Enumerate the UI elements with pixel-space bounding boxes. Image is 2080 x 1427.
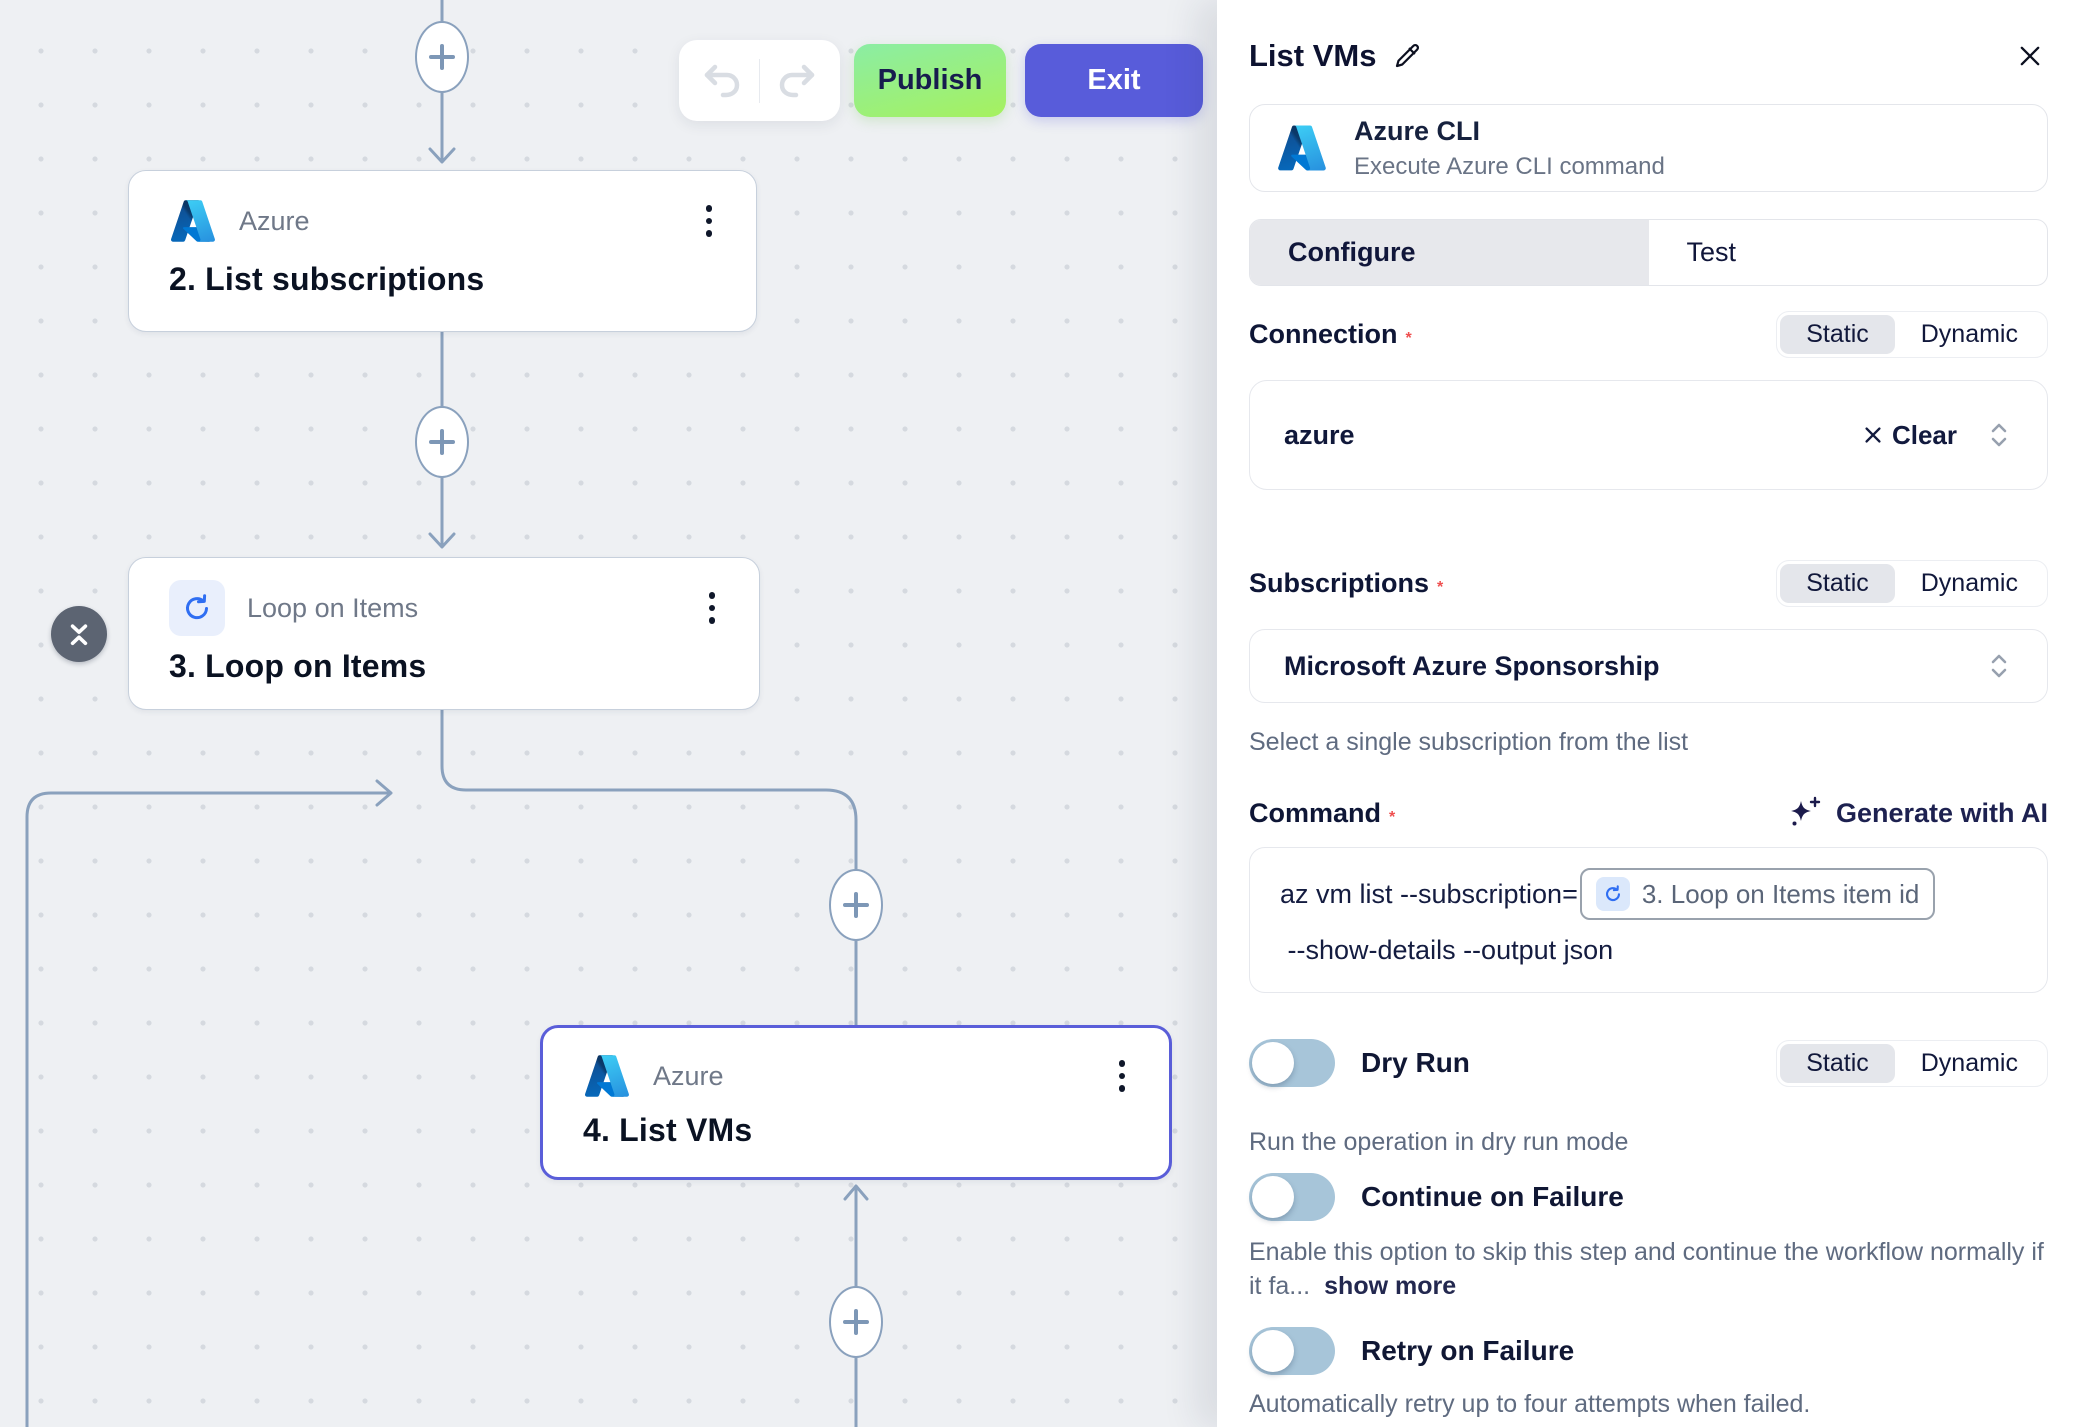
clear-connection-button[interactable]: Clear [1862, 420, 1957, 451]
add-step-button[interactable] [829, 869, 883, 941]
retry-on-failure-helper: Automatically retry up to four attempts … [1249, 1390, 1811, 1418]
azure-cli-icon [1276, 122, 1328, 174]
azure-logo-icon [583, 1052, 631, 1100]
add-step-button[interactable] [415, 406, 469, 478]
node-menu-button[interactable] [698, 201, 721, 241]
workflow-canvas[interactable]: Azure 2. List subscriptions Loop on Item… [0, 0, 1217, 1427]
close-icon [2020, 46, 2040, 66]
collapse-vertical-icon [70, 624, 88, 646]
exit-button[interactable]: Exit [1025, 44, 1203, 117]
plus-icon [843, 892, 869, 918]
subscriptions-select[interactable]: Microsoft Azure Sponsorship [1249, 629, 2048, 703]
subscriptions-helper: Select a single subscription from the li… [1249, 728, 1689, 756]
plus-icon [429, 429, 455, 455]
select-chevrons-icon [1991, 423, 2007, 447]
node-app-label: Azure [653, 1060, 724, 1091]
static-option[interactable]: Static [1780, 564, 1895, 603]
toolbar-divider [758, 58, 761, 103]
subscriptions-value: Microsoft Azure Sponsorship [1284, 650, 1660, 681]
add-step-button[interactable] [415, 21, 469, 93]
node-title: 4. List VMs [583, 1112, 753, 1148]
command-text: az vm list --subscription= [1280, 879, 1578, 909]
panel-title: List VMs [1249, 38, 1377, 73]
loop-item-id-chip[interactable]: 3. Loop on Items item id [1579, 868, 1936, 920]
select-chevrons-icon [1991, 654, 2007, 678]
connection-select[interactable]: azure Clear [1249, 380, 2048, 490]
show-more-link[interactable]: show more [1324, 1272, 1457, 1300]
undo-button[interactable] [691, 51, 753, 111]
dry-run-label: Dry Run [1361, 1047, 1470, 1078]
retry-on-failure-label: Retry on Failure [1361, 1335, 1575, 1366]
step-config-panel: List VMs Azure CLI Execute Azure CLI com… [1217, 0, 2080, 1427]
dynamic-option[interactable]: Dynamic [1920, 569, 2018, 597]
node-title: 2. List subscriptions [169, 261, 485, 297]
history-toolbar [679, 40, 840, 121]
loop-icon [169, 580, 225, 636]
generate-with-ai-button[interactable]: Generate with AI [1786, 795, 2048, 831]
dry-run-helper: Run the operation in dry run mode [1249, 1128, 1629, 1156]
node-list-subscriptions[interactable]: Azure 2. List subscriptions [128, 170, 757, 332]
panel-tabs: Configure Test [1249, 219, 2048, 286]
retry-on-failure-toggle[interactable] [1249, 1327, 1335, 1375]
sparkle-icon [1790, 796, 1821, 826]
rename-step-button[interactable] [1392, 41, 1422, 71]
required-asterisk: * [1389, 808, 1396, 826]
connection-value: azure [1284, 419, 1355, 450]
static-option[interactable]: Static [1780, 315, 1895, 354]
plus-icon [843, 1309, 869, 1335]
required-asterisk: * [1437, 579, 1444, 596]
connection-label: Connection [1249, 319, 1398, 349]
tab-configure[interactable]: Configure [1250, 220, 1649, 285]
redo-icon [780, 64, 815, 97]
continue-on-failure-label: Continue on Failure [1361, 1181, 1624, 1212]
required-asterisk: * [1405, 330, 1412, 347]
tab-test[interactable]: Test [1686, 237, 1737, 267]
node-menu-button[interactable] [1111, 1056, 1134, 1096]
app-description: Execute Azure CLI command [1354, 152, 1665, 180]
dry-run-toggle[interactable] [1249, 1039, 1335, 1087]
subscriptions-label: Subscriptions [1249, 568, 1430, 598]
dynamic-option[interactable]: Dynamic [1920, 320, 2018, 348]
command-text: --show-details --output json [1280, 935, 1614, 965]
connection-mode-toggle: Static Dynamic [1776, 311, 2048, 358]
redo-button[interactable] [766, 51, 828, 111]
add-step-button[interactable] [829, 1286, 883, 1358]
command-label: Command [1249, 797, 1382, 828]
publish-button[interactable]: Publish [854, 44, 1006, 117]
command-input[interactable]: az vm list --subscription= 3. Loop on It… [1249, 847, 2048, 993]
app-info-card: Azure CLI Execute Azure CLI command [1249, 104, 2048, 192]
dry-run-mode-toggle: Static Dynamic [1776, 1039, 2048, 1087]
plus-icon [429, 44, 455, 70]
azure-logo-icon [169, 197, 217, 245]
close-panel-button[interactable] [2012, 38, 2048, 74]
static-option[interactable]: Static [1780, 1043, 1895, 1083]
node-menu-button[interactable] [701, 588, 724, 628]
clear-x-icon [1865, 427, 1881, 443]
node-app-label: Loop on Items [247, 592, 419, 623]
dynamic-option[interactable]: Dynamic [1920, 1048, 2018, 1077]
chip-label: 3. Loop on Items item id [1641, 878, 1920, 909]
continue-on-failure-toggle[interactable] [1249, 1173, 1335, 1221]
node-app-label: Azure [239, 205, 310, 236]
subscriptions-mode-toggle: Static Dynamic [1776, 560, 2048, 607]
node-loop-on-items[interactable]: Loop on Items 3. Loop on Items [128, 557, 760, 710]
app-name: Azure CLI [1354, 115, 1481, 146]
collapse-loop-button[interactable] [51, 606, 107, 662]
continue-on-failure-helper: Enable this option to skip this step and… [1249, 1238, 2044, 1300]
pencil-icon [1396, 43, 1420, 68]
node-list-vms[interactable]: Azure 4. List VMs [540, 1025, 1172, 1180]
node-title: 3. Loop on Items [169, 648, 427, 684]
loop-icon [1595, 877, 1630, 911]
undo-icon [704, 64, 739, 97]
